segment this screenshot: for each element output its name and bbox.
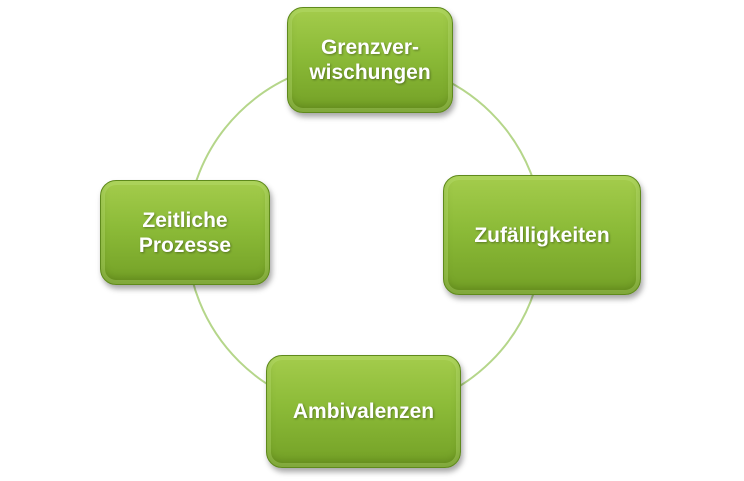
node-ambivalenzen: Ambivalenzen	[266, 355, 461, 468]
node-zufaelligkeiten: Zufälligkeiten	[443, 175, 641, 295]
node-zeitliche-prozesse: Zeitliche Prozesse	[100, 180, 270, 285]
node-grenzverwischungen: Grenzver- wischungen	[287, 7, 453, 113]
